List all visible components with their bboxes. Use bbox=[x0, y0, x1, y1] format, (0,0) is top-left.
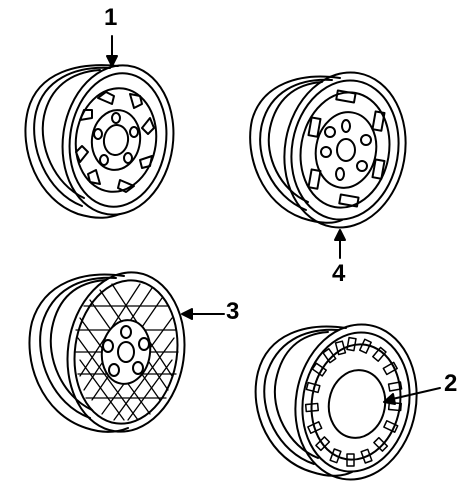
leader-arrow-3 bbox=[181, 308, 193, 320]
leader-arrow-2 bbox=[383, 393, 396, 405]
wheel-2-slotted-cover bbox=[254, 323, 418, 481]
leader-arrow-4 bbox=[334, 229, 346, 241]
leader-arrow-1 bbox=[106, 55, 118, 67]
callout-label-2: 2 bbox=[444, 370, 458, 397]
wheel-3-lattice bbox=[28, 271, 186, 433]
leader-line-2 bbox=[387, 387, 441, 401]
callout-leaders bbox=[106, 35, 441, 405]
callout-label-1: 1 bbox=[104, 4, 118, 31]
callout-label-4: 4 bbox=[332, 260, 346, 287]
wheel-4-slotted-hubcap bbox=[249, 71, 407, 229]
wheel-1-steel-with-cap bbox=[24, 64, 175, 219]
callout-label-3: 3 bbox=[226, 298, 240, 325]
